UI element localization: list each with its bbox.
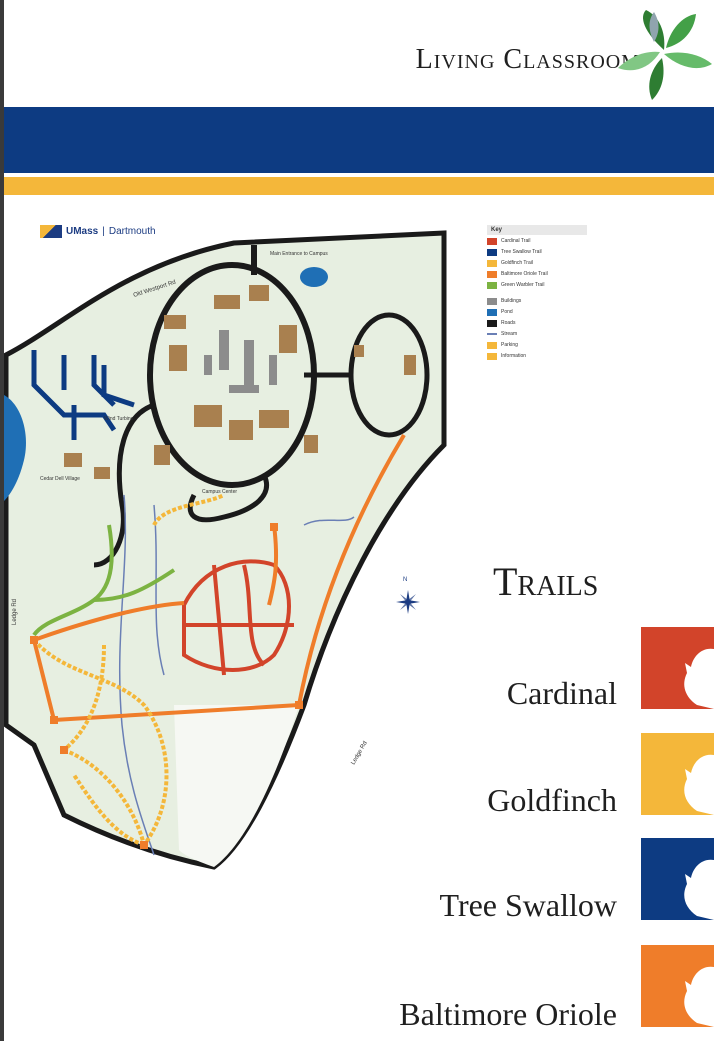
lake [4,395,26,501]
key-swatch [487,237,497,245]
key-title: Key [487,225,587,235]
key-row: Baltimore Oriole Trail [487,269,587,279]
umass-logo: UMass|Dartmouth [40,225,156,238]
svg-text:Cedar Dell Village: Cedar Dell Village [40,476,80,482]
page-edge [0,0,4,1041]
key-row: Information [487,351,587,361]
key-swatch [487,319,497,327]
key-swatch [487,248,497,256]
trail-name-tree-swallow: Tree Swallow [439,887,617,923]
key-row: Cardinal Trail [487,236,587,246]
svg-text:Ledge Rd: Ledge Rd [351,740,369,766]
tree-swallow-bird-icon [641,838,714,920]
pond [300,267,328,287]
header-title: Living Classroom [415,44,640,75]
key-swatch [487,281,497,289]
trail-name-goldfinch: Goldfinch [487,782,617,818]
header-gold-band [4,177,714,195]
key-swatch [487,297,497,305]
key-row: Roads [487,318,587,328]
key-row: Tree Swallow Trail [487,247,587,257]
key-swatch [487,341,497,349]
key-row: Pond [487,307,587,317]
road-west-label: Ledge Rd [12,599,18,625]
road-east-label: Ledge Rd [351,740,369,766]
green-warbler-trail [32,524,176,637]
key-label: Parking [501,342,518,348]
key-label: Roads [501,320,516,326]
key-row: Buildings [487,296,587,306]
key-swatch [487,308,497,316]
leaf-logo-icon [618,10,712,100]
key-label: Tree Swallow Trail [501,249,542,255]
key-label: Stream [501,331,518,337]
campus-buildings [64,285,416,479]
key-label: Green Warbler Trail [501,282,545,288]
baltimore-oriole-trail [32,433,406,722]
trail-name-baltimore-oriole: Baltimore Oriole [399,996,617,1032]
key-swatch [487,259,497,267]
goldfinch-trail [32,493,225,847]
goldfinch-bird-icon [641,733,714,815]
key-label: Pond [501,309,513,315]
svg-text:Ledge Rd: Ledge Rd [12,599,18,625]
cardinal-bird-icon [641,627,714,709]
svg-text:Wind Turbine: Wind Turbine [104,416,134,422]
key-label: Information [501,353,527,359]
key-row: Goldfinch Trail [487,258,587,268]
cedar-dell-label: Cedar Dell Village [40,476,80,482]
umass-campus: Dartmouth [108,226,156,238]
key-row: Green Warbler Trail [487,280,587,290]
key-swatch [487,352,497,360]
umass-mark-icon [40,225,62,238]
campus-center-label: Campus Center [202,489,237,495]
key-row: Parking [487,340,587,350]
baltimore-oriole-bird-icon [641,945,714,1027]
svg-text:Campus Center: Campus Center [202,489,237,495]
tree-swallow-trail [31,350,135,440]
trail-name-cardinal: Cardinal [506,675,617,711]
umass-name: UMass [66,226,99,238]
trail-junctions [30,523,303,849]
key-swatch [487,270,497,278]
key-label: Buildings [501,298,522,304]
map-land [4,230,447,870]
key-row: Stream [487,329,587,339]
campus-trail-map: Old Westport Rd Main Entrance to Campus … [4,230,447,870]
key-swatch [487,333,497,335]
key-label: Baltimore Oriole Trail [501,271,548,277]
compass-north-label: N [403,577,408,583]
key-label: Cardinal Trail [501,238,531,244]
map-open-area [174,705,299,867]
wind-turbine-label: Wind Turbine [104,416,134,422]
main-entrance-label: Main Entrance to Campus [270,251,328,257]
cardinal-trail [182,559,294,676]
header-blue-band [4,107,714,173]
svg-text:Main Entrance to Campus: Main Entrance to Campus [270,251,328,257]
compass-rose-icon [396,590,420,614]
trails-heading: Trails [493,559,599,604]
streams [118,494,355,856]
key-label: Goldfinch Trail [501,260,533,266]
gray-buildings [204,330,277,393]
